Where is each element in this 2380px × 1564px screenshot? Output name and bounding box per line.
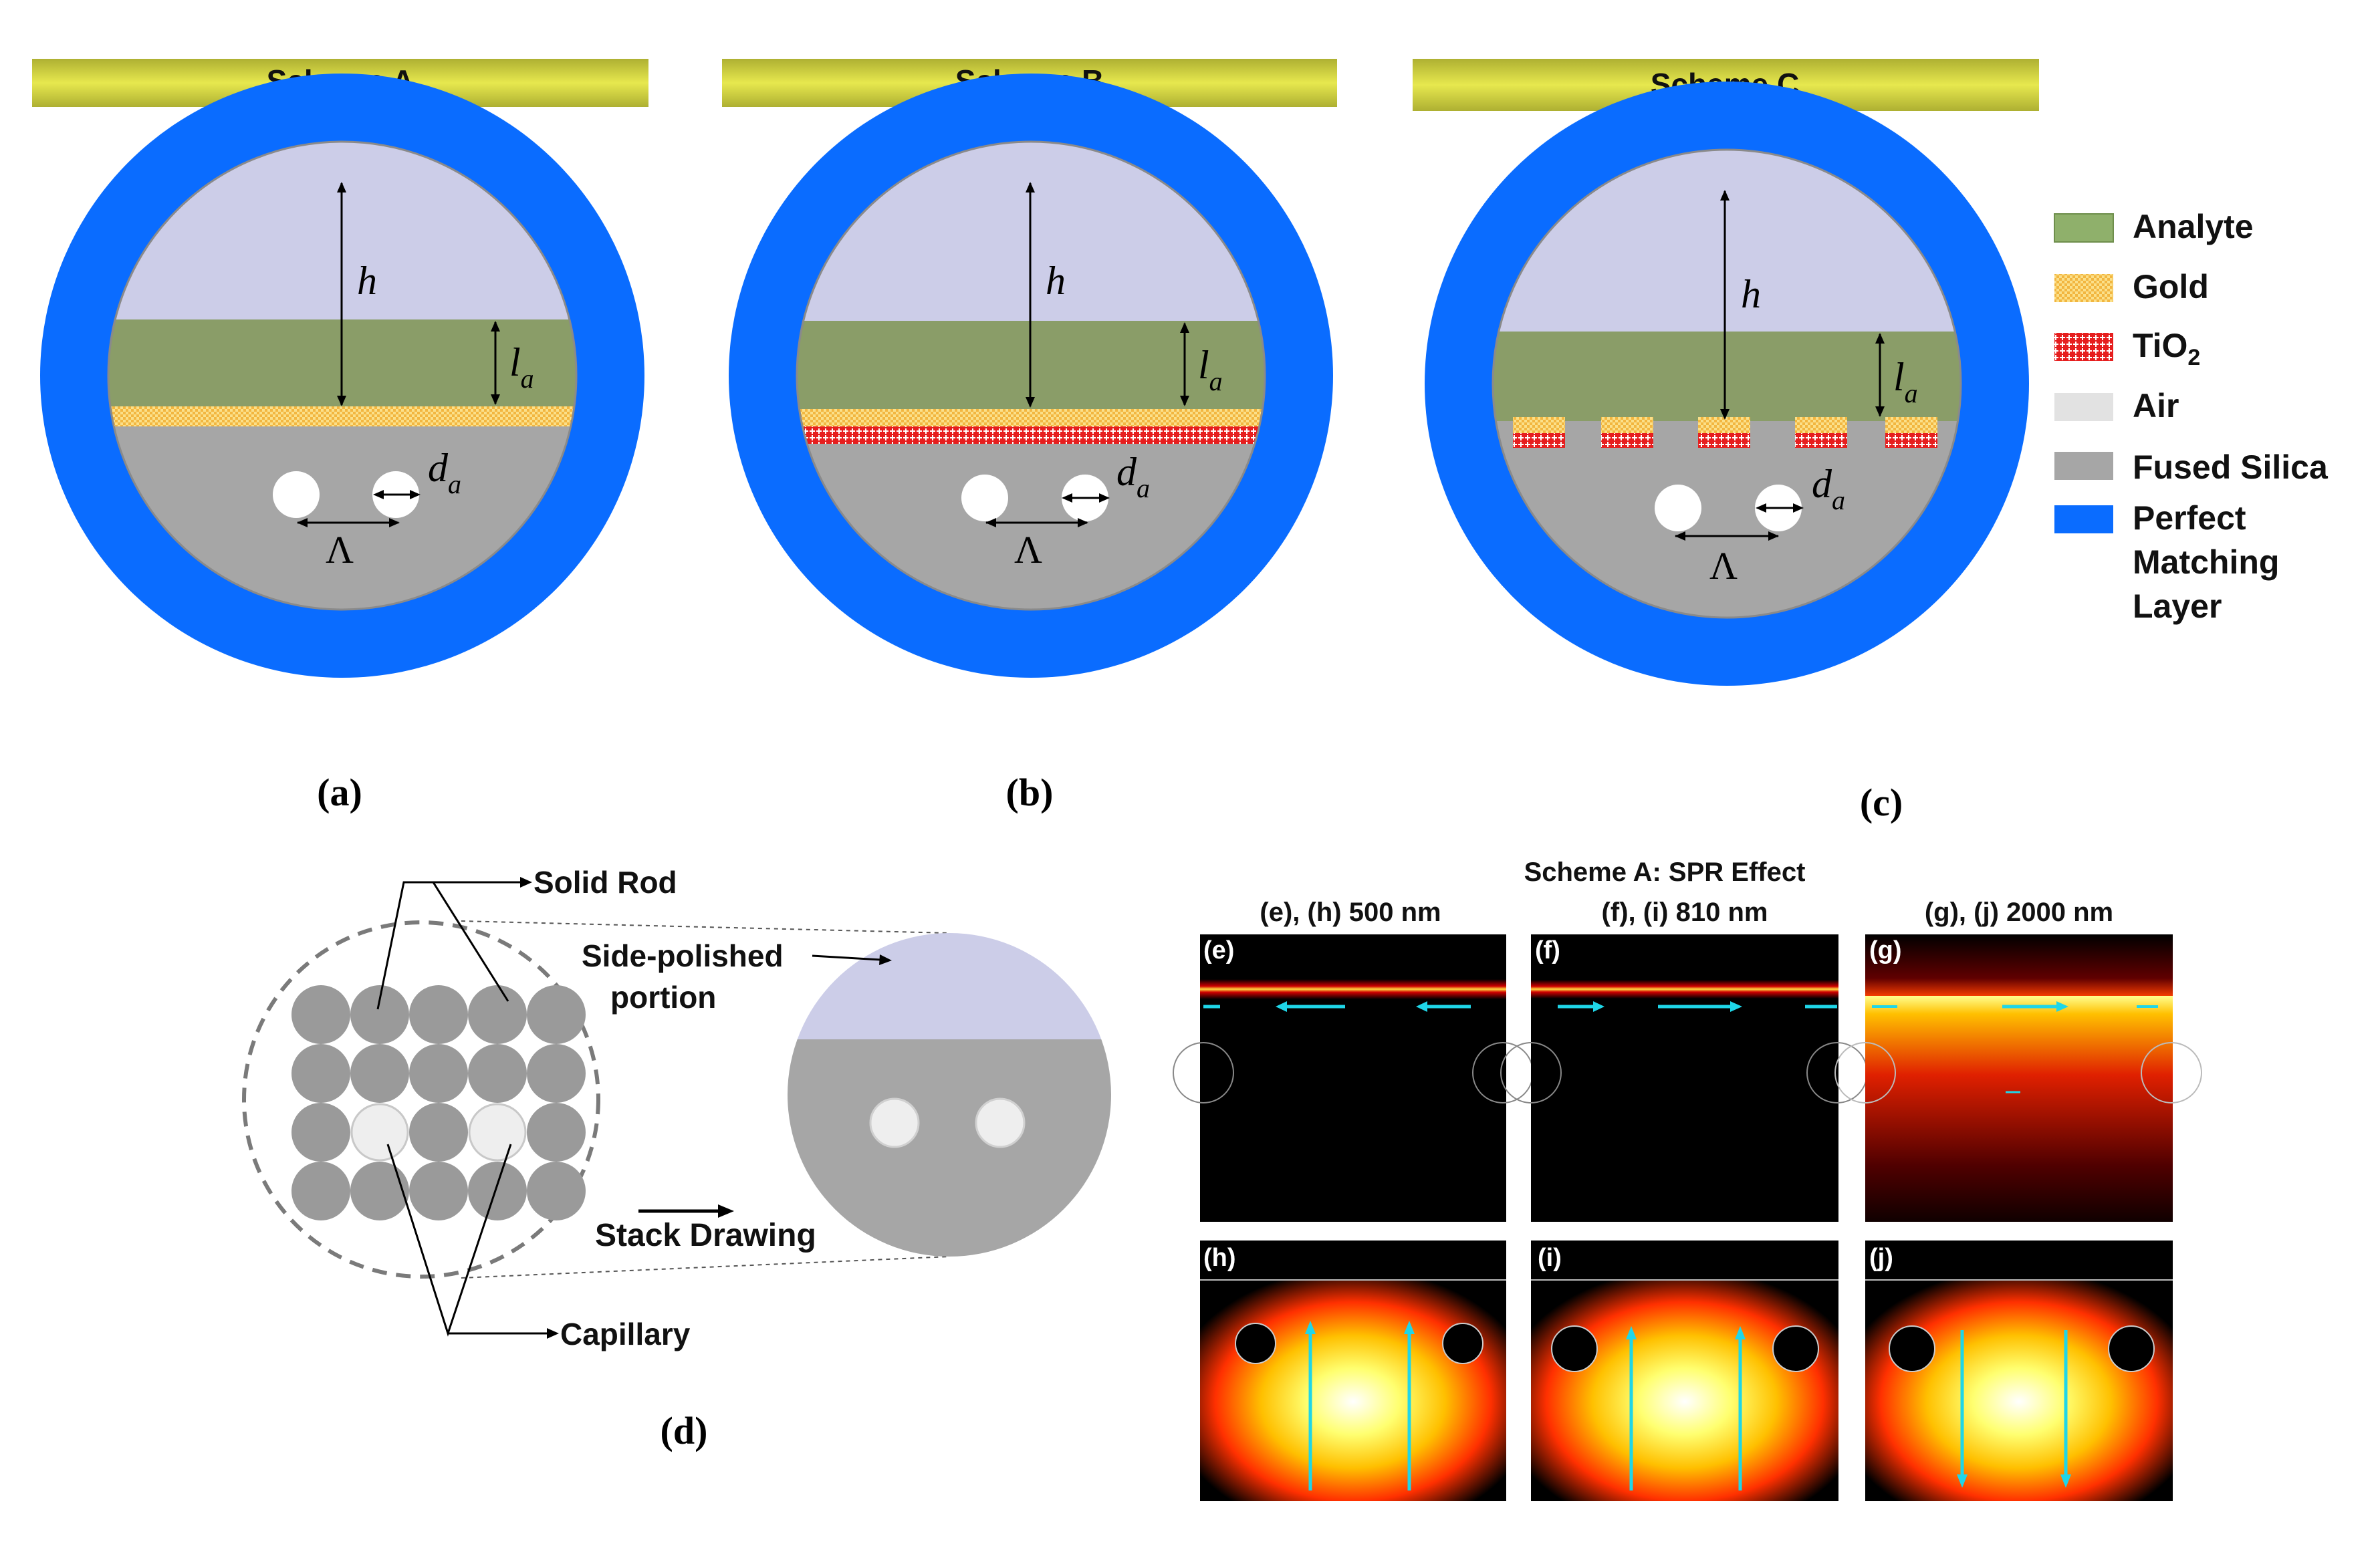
legend-label-pml-3: Layer — [2133, 588, 2222, 625]
h-label: h — [1046, 259, 1066, 303]
rod-stack — [291, 985, 586, 1220]
panel-label-h: (h) — [1203, 1244, 1236, 1272]
legend-swatch-pml — [2054, 505, 2113, 533]
legend-swatch-silica — [2054, 452, 2113, 480]
pitch-label: Λ — [1014, 528, 1042, 571]
pitch-label: Λ — [1709, 544, 1738, 588]
legend-label-tio2: TiO2 — [2133, 327, 2200, 370]
legend-swatch-tio2 — [2054, 333, 2113, 361]
gold-layer — [797, 409, 1265, 426]
legend-swatch-gold — [2054, 274, 2113, 302]
legend-label-silica: Fused Silica — [2133, 448, 2329, 486]
air-hole — [1655, 485, 1701, 531]
caption-d: (d) — [661, 1409, 708, 1452]
label-side-polished-2: portion — [610, 980, 716, 1015]
field-maps-title: Scheme A: SPR Effect — [1524, 858, 1806, 887]
air-hole — [975, 1097, 1026, 1148]
label-stack-drawing: Stack Drawing — [595, 1218, 816, 1253]
legend-swatch-air — [2054, 393, 2113, 421]
col-head-2: (f), (i) 810 nm — [1602, 898, 1768, 927]
gold-layer — [108, 406, 576, 426]
air-hole — [273, 471, 320, 518]
legend-label-gold: Gold — [2133, 268, 2209, 305]
field-map-g: (g) — [1834, 934, 2202, 1222]
analyte-layer — [1493, 332, 1961, 421]
legend-label-analyte: Analyte — [2133, 208, 2254, 245]
la-label: la — [1198, 343, 1223, 396]
label-solid-rod: Solid Rod — [533, 865, 677, 900]
fabrication-panel: Solid Rod Capillary Side-polished portio… — [242, 865, 1111, 1452]
field-map-i: (i) — [1531, 1241, 1838, 1501]
tio2-layer — [797, 426, 1265, 444]
scheme-b-panel: Scheme B h la da Λ (b) — [722, 59, 1337, 814]
scheme-a-panel: Scheme A h la da Λ (a) — [32, 59, 648, 814]
preform-outline — [242, 920, 600, 1279]
panel-label-i: (i) — [1538, 1244, 1562, 1272]
legend: Analyte Gold TiO2 Air Fused Silica Perfe… — [2054, 208, 2329, 625]
field-map-h: (h) — [1200, 1241, 1506, 1501]
la-label: la — [1893, 355, 1918, 408]
air-hole — [869, 1097, 920, 1148]
legend-label-air: Air — [2133, 387, 2179, 424]
la-label: la — [509, 340, 534, 394]
da-label: da — [1116, 450, 1150, 503]
panel-label-e: (e) — [1203, 936, 1234, 964]
label-side-polished-1: Side-polished — [582, 938, 784, 973]
field-map-e: (e) — [1173, 934, 1534, 1222]
da-label: da — [1812, 462, 1845, 515]
field-map-j: (j) — [1865, 1241, 2173, 1501]
caption-a: (a) — [317, 771, 362, 814]
polished-fiber — [788, 933, 1111, 1257]
capillary — [468, 1103, 527, 1162]
da-label: da — [428, 446, 461, 499]
pitch-label: Λ — [326, 528, 354, 571]
gold-tio2-strips — [1513, 417, 1937, 448]
legend-label-pml-1: Perfect — [2133, 499, 2246, 537]
h-label: h — [357, 259, 377, 303]
air-hole — [961, 475, 1008, 521]
legend-label-pml-2: Matching — [2133, 543, 2279, 581]
caption-c: (c) — [1860, 781, 1903, 824]
h-label: h — [1741, 272, 1761, 316]
panel-label-j: (j) — [1869, 1244, 1893, 1272]
caption-b: (b) — [1006, 771, 1054, 814]
legend-swatch-analyte — [2054, 213, 2114, 243]
label-capillary: Capillary — [560, 1317, 691, 1351]
panel-label-f: (f) — [1535, 936, 1560, 964]
capillary — [350, 1103, 409, 1162]
panel-label-g: (g) — [1869, 936, 1902, 964]
col-head-3: (g), (j) 2000 nm — [1925, 898, 2113, 927]
scheme-c-panel: Scheme C h la da Λ (c) — [1413, 59, 2039, 824]
col-head-1: (e), (h) 500 nm — [1260, 898, 1441, 927]
field-map-f: (f) — [1500, 934, 1868, 1222]
field-maps-panel: Scheme A: SPR Effect (e), (h) 500 nm (f)… — [1173, 858, 2202, 1501]
